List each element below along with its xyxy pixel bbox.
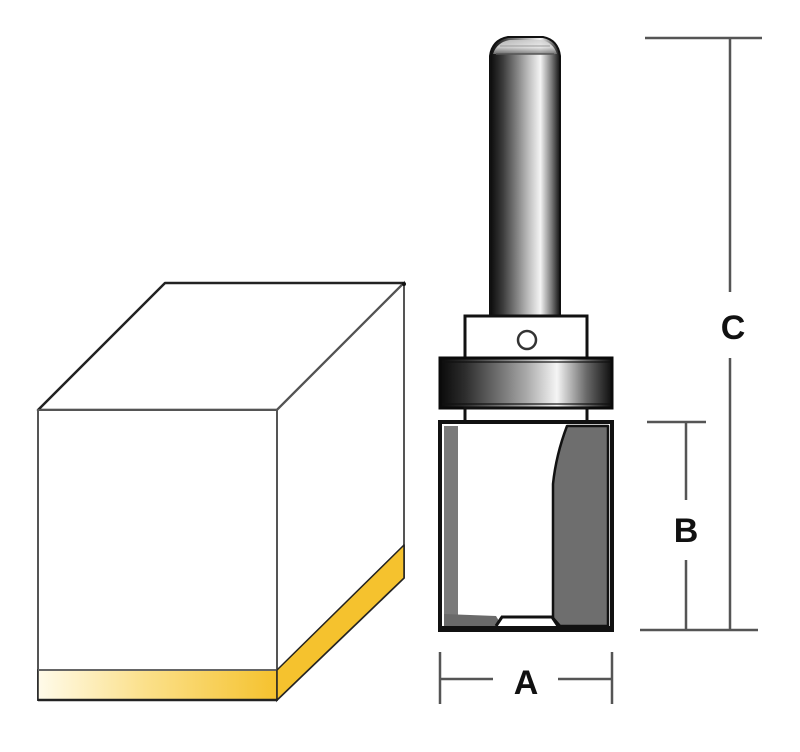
- shank: [489, 36, 561, 319]
- collar: [463, 314, 589, 362]
- dimension-c-label: C: [721, 309, 746, 347]
- block-front-face: [37, 409, 278, 701]
- dimension-a: A: [438, 652, 614, 704]
- cutting-flute: [551, 424, 610, 628]
- dimension-b: B: [640, 420, 758, 632]
- edge-band-side: [276, 544, 405, 701]
- dimension-c: C: [645, 36, 762, 630]
- cutter-body: [438, 420, 614, 632]
- dimension-a-label: A: [514, 664, 539, 702]
- workpiece-block: [36, 280, 406, 703]
- dimension-b-label: B: [674, 512, 699, 550]
- bearing: [438, 356, 614, 410]
- bit-neck: [463, 406, 589, 424]
- edge-band-front: [37, 669, 278, 701]
- router-bit: [438, 36, 614, 632]
- set-screw-hole: [516, 329, 538, 351]
